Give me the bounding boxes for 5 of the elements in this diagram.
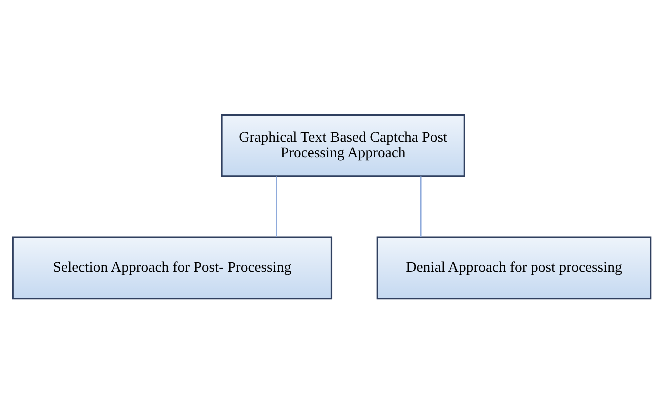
connector	[420, 176, 422, 238]
node-box: Selection Approach for Post- Processing	[12, 236, 333, 300]
node-box: Denial Approach for post processing	[376, 236, 652, 300]
connector	[276, 176, 278, 238]
node-box: Graphical Text Based Captcha Post Processing Approach	[221, 114, 466, 178]
